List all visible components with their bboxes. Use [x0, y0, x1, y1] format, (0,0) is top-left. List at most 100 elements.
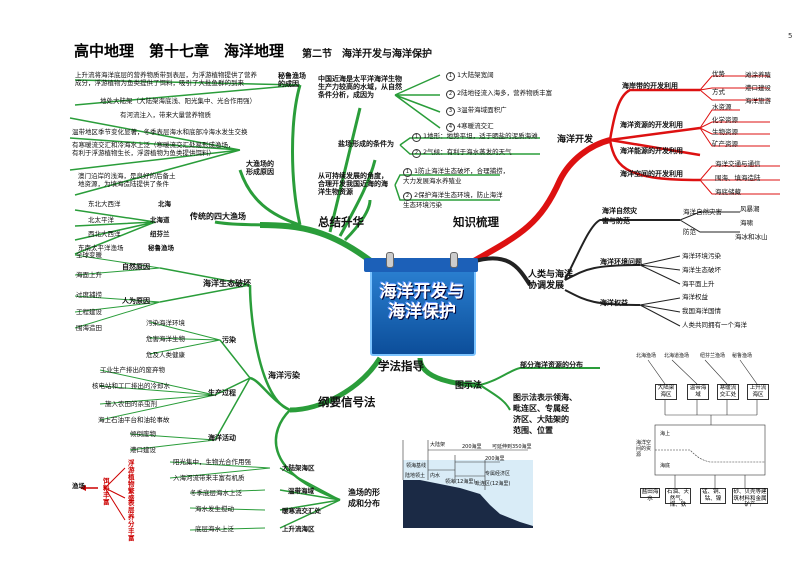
diagram-method-desc: 图示法表示领海、 毗连区、专属经 济区、大陆架的 范围、位置 [513, 393, 577, 435]
res-top: 纽芬兰渔场 [700, 353, 726, 359]
center-topic: 海洋开发与 海洋保护 [374, 282, 470, 322]
space-item: 围海、填海造陆 [715, 174, 761, 182]
rights-item: 海洋权益 [682, 293, 708, 301]
production-process: 生产过程 [208, 389, 236, 397]
fishery-area: 北太平洋 [88, 216, 114, 224]
fishery-name: 纽芬兰 [150, 230, 170, 238]
human-item: 工程建设 [76, 308, 102, 316]
ocean-resource-dev: 海洋资源的开发利用 [620, 121, 683, 129]
sustainable-question: 从可持续发展的角度， 合理开发我国近海的海 洋生物资源 [318, 172, 388, 196]
fishery-note: 上升流将海洋底层的营养物质带到表层，为浮游植物提供了营养 [75, 71, 257, 79]
marine-disaster: 海洋自然灾 害与防范 [602, 207, 637, 225]
marine-env-problem: 海洋环境问题 [600, 258, 642, 266]
fishery-area: 东南太平洋渔场 [78, 244, 124, 252]
disaster-kind: 风暴潮 [740, 205, 760, 213]
card-header [364, 258, 478, 272]
profile-label: 陆地领土 [405, 473, 426, 479]
profile-label: 领海(12海里) [445, 479, 476, 485]
res-top: 北海道渔场 [664, 353, 690, 359]
bigfish-note: 地资源，为填海造陆提供了条件 [78, 180, 169, 188]
res-mid: 上升流海区 [747, 384, 769, 400]
section-title: 第二节 海洋开发与海洋保护 [302, 49, 432, 60]
coastal-way-item: 港口建设 [745, 84, 771, 92]
production-item: 核电站和工厂排出的冷却水 [92, 382, 170, 390]
pollution-effect: 污染 [222, 336, 236, 344]
dist-zone: 温带海域 [288, 487, 314, 495]
china-sea-question: 中国近海是太平洋海洋生物 生产力较高的水域，从自然 条件分析，成因为 [318, 75, 402, 99]
production-item: 施入农田的杀虫剂 [105, 400, 157, 408]
branch-label-diagram: 图示法 [455, 381, 483, 391]
dist-note: 海水发生搅动 [195, 505, 234, 513]
dist-note: 入海河流带来丰富有机质 [173, 474, 245, 482]
res-bottom: 石油、天然气、煤、铁 [665, 488, 691, 508]
resource-type: 生物资源 [712, 128, 738, 136]
human-item: 围海造田 [76, 324, 102, 332]
branch-outline [289, 356, 383, 413]
profile-label: 200海里 [485, 456, 505, 462]
profile-label: 专属经济区 [485, 471, 511, 477]
rights-item: 我国海洋国情 [682, 307, 721, 315]
dist-note: 阳光集中，生物光合作用强 [173, 458, 251, 466]
branch-label-method: 学法指导 [378, 359, 424, 373]
coastal-way: 方式 [712, 88, 725, 96]
profile-label: 大陆架 [430, 442, 446, 448]
profile-label: 可延伸到350海里 [492, 444, 532, 450]
rights-item: 人类共同拥有一个海洋 [682, 321, 747, 329]
natural-cause: 自然原因 [122, 263, 150, 271]
profile-label: 200海里 [462, 444, 482, 450]
res-top: 北海渔场 [636, 353, 657, 359]
natural-item: 全球变暖 [76, 251, 102, 259]
branch-label-knowledge: 知识梳理 [453, 215, 499, 229]
profile-label: 毗连区(12海里) [475, 481, 511, 487]
human-ocean-harmony: 人类与海洋 协调发展 [528, 270, 574, 291]
pollution-effect-item: 污染海洋环境 [146, 319, 185, 327]
sea-activity: 海洋活动 [208, 434, 236, 442]
branch-method [417, 357, 481, 388]
coastal-zone-dev: 海岸带的开发利用 [622, 82, 678, 90]
profile-label: 内水 [430, 473, 441, 479]
disaster-kind: 海啸 [740, 219, 753, 227]
resource-type: 化学资源 [712, 116, 738, 124]
profile-label: 领海基线 [406, 463, 427, 469]
sea-activity-item: 港口建设 [130, 446, 156, 454]
res-top: 秘鲁渔场 [732, 353, 753, 359]
production-item: 工业生产排出的废弃物 [100, 366, 165, 374]
disaster-item: 防范 [683, 228, 696, 236]
branch-label-summary: 总结升华 [318, 215, 364, 229]
salt-field-question: 盐场形成的条件为 [338, 140, 394, 148]
big-fishery-formation: 大渔场的 形成原因 [246, 160, 274, 176]
res-label: 海洋空间的资源 [636, 440, 652, 458]
disaster-kind: 海冰和冰山 [735, 233, 768, 241]
center-topic-card: 海洋开发与 海洋保护 [364, 252, 478, 358]
natural-item: 海面上升 [76, 271, 102, 279]
fishery-distribution: 渔场的形 成和分布 [348, 488, 380, 508]
human-cause: 人为原因 [122, 297, 150, 305]
branch-knowledge-lower [471, 256, 532, 287]
coastal-way-item: 海洋旅游 [745, 97, 771, 105]
env-item: 海平面上升 [682, 280, 715, 288]
production-item: 海上石油平台和油轮事故 [98, 416, 170, 424]
branch-label-outline: 纲要信号法 [318, 395, 376, 409]
resource-distribution-title: 部分海洋资源的分布 [520, 361, 583, 369]
dist-note: 冬季底层海水上泛 [190, 489, 242, 497]
space-item: 海底储藏 [715, 188, 741, 196]
chain-nutrients: 表层养分丰富 [128, 499, 135, 542]
space-item: 海洋交通与通信 [715, 160, 761, 168]
dist-zone: 暖寒流交汇处 [282, 507, 321, 515]
res-mid: 大陆架海区 [655, 384, 677, 400]
marine-pollution: 海洋污染 [268, 371, 300, 380]
res-label: 海底 [660, 463, 671, 469]
bigfish-note: 澳门沿岸的浅海，是良好的后备土 [78, 172, 176, 180]
ocean-energy-dev: 海洋能源的开发利用 [620, 147, 683, 155]
bigfish-note: 有河流注入，带来大量营养物质 [120, 111, 211, 119]
